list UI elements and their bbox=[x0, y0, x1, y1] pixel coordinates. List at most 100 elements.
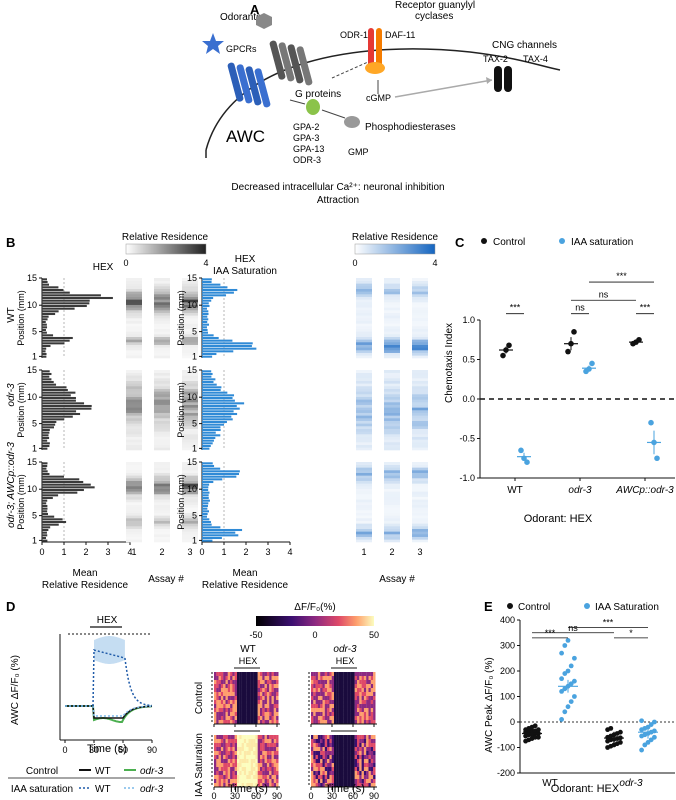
assay-cell bbox=[356, 464, 372, 468]
assay-cell bbox=[412, 386, 428, 389]
assay-cell bbox=[412, 426, 428, 429]
assay-cell bbox=[356, 420, 372, 424]
hm-cell bbox=[250, 779, 254, 784]
hm-cell bbox=[313, 747, 316, 752]
assay-cell bbox=[182, 375, 198, 379]
hm-cell bbox=[347, 684, 351, 689]
hist-bar bbox=[202, 310, 209, 313]
assay-cell bbox=[384, 286, 400, 289]
hist-bar bbox=[42, 504, 48, 508]
hist-bar bbox=[202, 434, 221, 437]
assay-cell bbox=[182, 352, 198, 356]
hm-cell bbox=[327, 771, 330, 776]
hm-cell bbox=[359, 759, 362, 764]
hm-cell bbox=[239, 783, 242, 788]
hm-cell bbox=[269, 712, 272, 717]
hist-bar bbox=[202, 510, 209, 513]
assay-cell bbox=[412, 523, 428, 527]
assay-cell bbox=[182, 526, 198, 529]
c-sig-label: ns bbox=[599, 289, 609, 299]
hm-cell bbox=[227, 712, 231, 717]
hm-cell bbox=[250, 743, 254, 748]
hist-bar bbox=[202, 339, 233, 342]
assay-cell bbox=[412, 299, 428, 303]
hm-cell bbox=[214, 783, 217, 788]
hm-cell bbox=[334, 716, 337, 721]
assay-cell bbox=[356, 444, 372, 448]
hm-cell bbox=[334, 708, 337, 713]
hist-bar bbox=[202, 278, 212, 281]
hm-cell bbox=[234, 716, 238, 721]
hm-cell bbox=[366, 767, 369, 772]
e-y-tick-label: 400 bbox=[500, 615, 515, 625]
hm-cell bbox=[352, 720, 355, 725]
hm-cell bbox=[273, 716, 277, 721]
hist-bar bbox=[42, 486, 95, 489]
assay-cell bbox=[154, 304, 170, 308]
assay-cell bbox=[384, 388, 400, 392]
hm-cell bbox=[317, 680, 321, 685]
hm-cell bbox=[361, 763, 364, 768]
hm-cell bbox=[241, 763, 244, 768]
hm-cell bbox=[230, 743, 233, 748]
hm-cell bbox=[334, 775, 337, 780]
hm-cell bbox=[334, 696, 337, 701]
hm-cell bbox=[266, 759, 270, 764]
hm-cell bbox=[218, 779, 221, 784]
hm-cell bbox=[363, 704, 367, 709]
assay-cell bbox=[154, 475, 170, 479]
hm-cell bbox=[232, 692, 235, 697]
hm-cell bbox=[257, 688, 261, 693]
assay-cell bbox=[412, 512, 428, 516]
hm-cell bbox=[230, 720, 233, 725]
hm-cell bbox=[373, 751, 376, 756]
assay-cell bbox=[356, 518, 372, 521]
hm-cell bbox=[350, 735, 353, 740]
hm-cell bbox=[262, 759, 265, 764]
assay-cell bbox=[384, 510, 400, 513]
assay-cell bbox=[182, 494, 198, 497]
hm-cell bbox=[220, 767, 224, 772]
hm-cell bbox=[227, 676, 231, 681]
hm-cell bbox=[220, 692, 224, 697]
hm-cell bbox=[214, 684, 217, 689]
assay-cell bbox=[154, 402, 170, 405]
hm-cell bbox=[370, 735, 374, 740]
hm-cell bbox=[271, 779, 274, 784]
hm-cell bbox=[223, 700, 226, 705]
hm-cell bbox=[257, 739, 261, 744]
panel-a: A Odorants GPCRs Receptor guanylyl cycla… bbox=[202, 0, 561, 206]
hist-bar bbox=[202, 491, 210, 494]
hm-cell bbox=[329, 747, 332, 752]
hist-bar bbox=[202, 312, 209, 316]
hm-cell bbox=[266, 720, 270, 725]
hm-cell bbox=[327, 763, 330, 768]
hm-cell bbox=[322, 680, 325, 685]
hm-cell bbox=[322, 783, 325, 788]
hm-cell bbox=[359, 751, 362, 756]
hm-cell bbox=[361, 720, 364, 725]
hm-cell bbox=[366, 688, 369, 693]
hm-cell bbox=[359, 700, 362, 705]
hm-cell bbox=[234, 743, 238, 748]
hist-bar bbox=[42, 423, 56, 426]
c-point bbox=[589, 360, 595, 367]
hm-cell bbox=[276, 763, 279, 768]
hm-cell bbox=[239, 692, 242, 697]
assay-cell bbox=[154, 310, 170, 313]
hm-cell bbox=[220, 676, 224, 681]
hm-cell bbox=[313, 743, 316, 748]
hist-bar bbox=[42, 478, 80, 481]
hm-cell bbox=[311, 755, 314, 760]
hm-cell bbox=[230, 716, 233, 721]
assay-cell bbox=[412, 334, 428, 337]
assay-cell bbox=[412, 331, 428, 335]
c-point bbox=[565, 348, 571, 355]
hm-cell bbox=[317, 676, 321, 681]
assay-cell bbox=[412, 436, 428, 440]
assay-cell bbox=[182, 426, 198, 429]
hm-cell bbox=[271, 755, 274, 760]
assay-cell bbox=[154, 410, 170, 413]
hm-cell bbox=[322, 763, 325, 768]
hm-cell bbox=[334, 684, 337, 689]
